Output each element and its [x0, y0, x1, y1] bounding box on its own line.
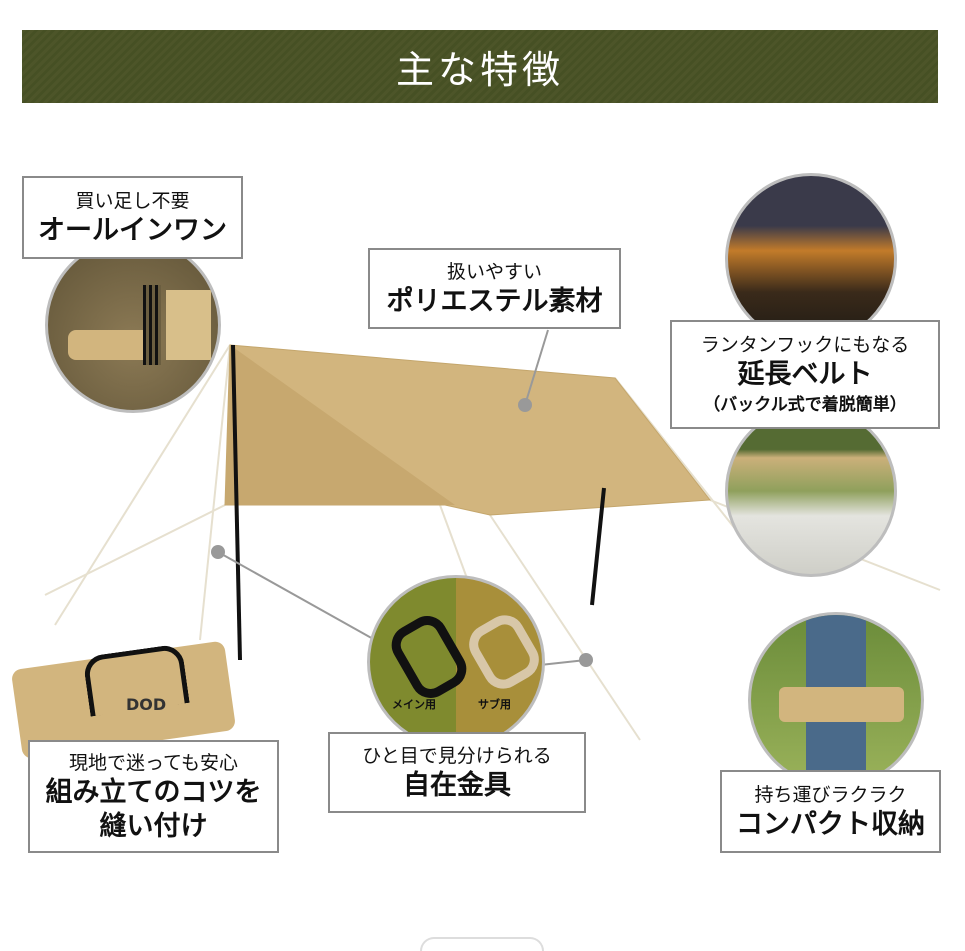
callout-line [539, 659, 587, 666]
feature-belt: ランタンフックにもなる 延長ベルト （バックル式で着脱簡単） [670, 320, 940, 429]
feature-all-in-one: 買い足し不要 オールインワン [22, 176, 243, 259]
callout-dot [518, 398, 532, 412]
scroll-button[interactable] [420, 937, 544, 951]
page-title: 主な特徴 [395, 48, 564, 92]
feature-adjuster: ひと目で見分けられる 自在金具 [328, 732, 586, 813]
all-in-one-photo [45, 237, 221, 413]
feature-compact: 持ち運びラクラク コンパクト収納 [720, 770, 941, 853]
feature-main: ポリエステル素材 [386, 285, 603, 317]
feature-polyester: 扱いやすい ポリエステル素材 [368, 248, 621, 329]
guy-line [54, 344, 231, 626]
feature-main: 縫い付け [99, 810, 208, 842]
feature-sub: ひと目で見分けられる [362, 744, 552, 767]
feature-main: コンパクト収納 [736, 808, 925, 840]
feature-main: 自在金具 [403, 769, 511, 801]
belt-photo [725, 405, 897, 577]
carry-photo [748, 612, 924, 788]
main-tag: メイン用 [392, 698, 436, 711]
callout-line [217, 551, 376, 641]
feature-main: 延長ベルト [737, 358, 873, 390]
pole [590, 487, 606, 606]
feature-main: 組み立てのコツを [45, 776, 262, 808]
header-banner: 主な特徴 [22, 30, 938, 103]
feature-sub: 買い足し不要 [75, 189, 190, 212]
callout-line [524, 329, 549, 406]
feature-instructions: 現地で迷っても安心 組み立てのコツを 縫い付け [28, 740, 279, 853]
feature-sub: 扱いやすい [446, 260, 542, 283]
feature-note: （バックル式で着脱簡単） [703, 394, 907, 415]
feature-sub: 持ち運びラクラク [754, 783, 907, 806]
tarp-shade [225, 345, 455, 505]
adjuster-photo: メイン用 サブ用 [367, 575, 545, 749]
pole [231, 344, 242, 661]
brand-logo: DOD [126, 695, 167, 714]
guy-line [44, 504, 226, 596]
guy-line [199, 344, 231, 641]
night-tarp-photo [725, 173, 897, 345]
guy-line [489, 514, 641, 741]
carry-bag: DOD [10, 635, 237, 760]
callout-dot [579, 653, 593, 667]
feature-sub: 現地で迷っても安心 [68, 751, 239, 774]
feature-main: オールインワン [38, 214, 227, 246]
feature-sub: ランタンフックにもなる [700, 333, 910, 356]
sub-tag: サブ用 [478, 698, 511, 711]
callout-dot [211, 545, 225, 559]
